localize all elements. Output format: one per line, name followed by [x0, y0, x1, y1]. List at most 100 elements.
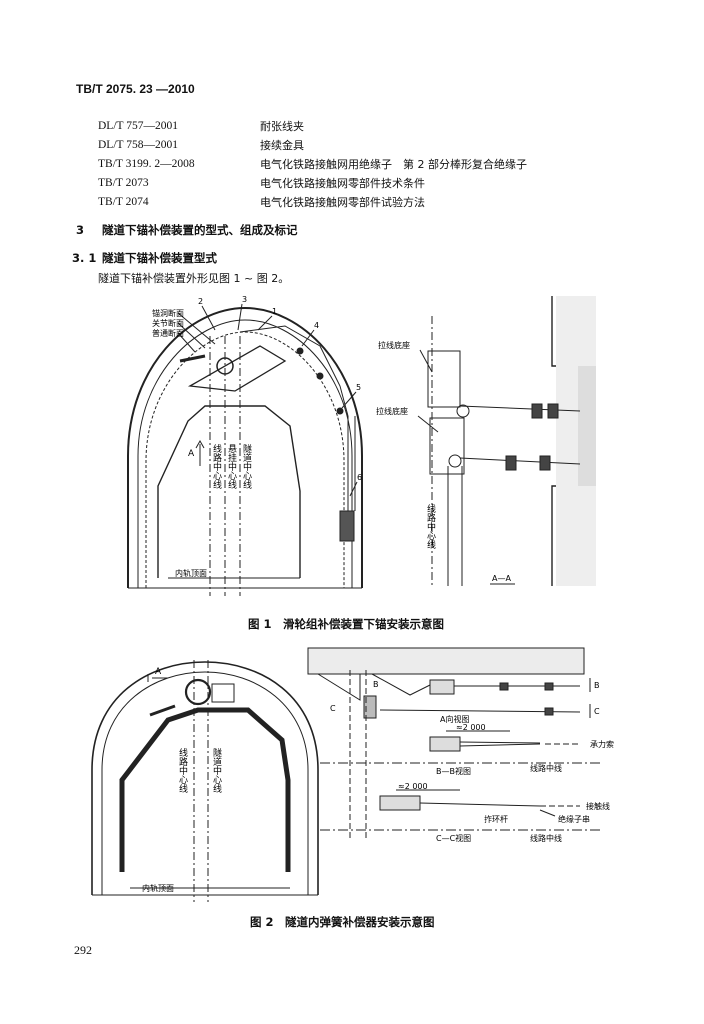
track-center-label: 线路中心线 — [211, 443, 222, 489]
vehicle-gauge — [119, 707, 291, 872]
callout-5: 5 — [356, 383, 361, 392]
section-number: 3. 1 — [72, 251, 97, 265]
yoke-rod — [419, 802, 541, 807]
track-center-c-label: 线路中线 — [530, 833, 562, 843]
reference-row: DL/T 758—2001 接续金具 — [98, 136, 527, 155]
callout-2: 2 — [198, 297, 203, 306]
anchor-wire — [239, 325, 349, 417]
callout-3: 3 — [242, 295, 247, 304]
insulator — [149, 704, 176, 717]
bracket-plate — [363, 695, 377, 719]
leader-line — [417, 415, 439, 433]
section-3-heading: 3 隧道下锚补偿装置的型式、组成及标记 — [76, 222, 298, 238]
anchor-bracket — [317, 673, 361, 701]
spring-compensator-icon — [184, 678, 212, 706]
reference-code: TB/T 3199. 2—2008 — [98, 158, 195, 170]
bracket-box — [211, 683, 235, 703]
c-marker: C — [330, 704, 336, 713]
wire-clamp — [544, 682, 554, 691]
insulator-fitting — [539, 455, 551, 471]
reference-code: DL/T 758—2001 — [98, 139, 178, 151]
callout-6: 6 — [357, 473, 362, 482]
tunnel-ceiling-concrete — [307, 647, 585, 675]
normal-section-label: 普通断面 — [152, 328, 184, 338]
tunnel-outline — [91, 661, 319, 895]
view-bb-label: B—B视图 — [436, 766, 471, 776]
figure-2-caption: 图 2 隧道内弹簧补偿器安装示意图 — [250, 915, 435, 929]
anchor-base-frame — [429, 417, 465, 475]
figure-2-drawing: A 线路中心线 隧道中心线 内轨顶面 B C B C A向视图 — [91, 647, 614, 902]
anchor-base-label-1: 拉线底座 — [378, 340, 410, 350]
figure-1-drawing: 锚洞断面 关节断面 普通断面 2 3 1 4 5 6 A 线路中心线 悬挂中心线… — [127, 295, 596, 596]
side-track-center-label: 线路中心线 — [425, 503, 436, 549]
leader-line — [419, 349, 433, 373]
wire — [459, 743, 541, 747]
section-3-1-heading: 3. 1 隧道下锚补偿装置型式 — [72, 250, 217, 266]
view-arrow-label: A — [155, 667, 162, 677]
tunnel-center-label: 隧道中心线 — [241, 443, 252, 489]
anchor-wire-lower — [459, 457, 581, 465]
view-aa-label: A—A — [492, 574, 511, 583]
pulley-icon — [456, 404, 470, 418]
anchor-wire-upper — [459, 405, 581, 412]
c-section-label: C — [594, 707, 600, 716]
anchor-base-label-2: 拉线底座 — [376, 406, 408, 416]
counterweight — [339, 510, 355, 542]
reference-title: 电气化铁路接触网零部件技术条件 — [260, 177, 425, 190]
dimension-top: ≈2 000 — [456, 723, 486, 732]
reference-row: TB/T 3199. 2—2008 电气化铁路接触网用绝缘子 第 2 部分棒形复合… — [98, 155, 527, 174]
insulator-fitting — [547, 403, 559, 419]
track-center-label: 线路中心线 — [177, 747, 188, 793]
leader-line — [177, 322, 206, 349]
b-section-label: B — [594, 681, 600, 690]
page-number: 292 — [74, 943, 92, 957]
vehicle-gauge — [157, 405, 301, 578]
leader-line — [539, 809, 556, 817]
pulley-block-icon — [216, 357, 234, 375]
b-marker: B — [373, 680, 379, 689]
reference-code: TB/T 2073 — [98, 177, 149, 189]
fitting — [316, 372, 324, 380]
cantilever-bracket — [187, 345, 287, 392]
section-3-1-text: 隧道下锚补偿装置外形见图 1 ~ 图 2。 — [98, 272, 290, 285]
spring-compensator — [429, 736, 461, 752]
reference-code: DL/T 757—2001 — [98, 120, 178, 132]
tunnel-section-label: 锚洞断面 — [152, 308, 184, 318]
section-title: 隧道下锚补偿装置型式 — [102, 251, 217, 265]
wire-clamp — [544, 707, 554, 716]
view-cc-label: C—C视图 — [436, 833, 471, 843]
insulator-fitting — [505, 455, 517, 471]
reference-title: 电气化铁路接触网用绝缘子 第 2 部分棒形复合绝缘子 — [260, 158, 527, 171]
callout-4: 4 — [314, 321, 319, 330]
reference-title: 接续金具 — [260, 139, 304, 152]
tunnel-outline — [127, 306, 363, 588]
track-center-b-label: 线路中线 — [530, 763, 562, 773]
reference-code: TB/T 2074 — [98, 196, 149, 208]
reference-row: TB/T 2073 电气化铁路接触网零部件技术条件 — [98, 174, 527, 193]
leader-line — [237, 303, 243, 331]
anchor-base-frame — [427, 350, 461, 408]
leader-line — [177, 312, 216, 345]
joint-section-label: 关节断面 — [152, 318, 184, 328]
tunnel-center-label: 隧道中心线 — [211, 747, 222, 793]
anchor-bracket — [371, 673, 431, 696]
tunnel-inner-outline — [137, 319, 353, 588]
messenger-label: 承力索 — [590, 739, 614, 749]
section-number: 3 — [76, 223, 85, 237]
joint-section-outline — [145, 331, 345, 588]
dimension-bottom: ≈2 000 — [398, 782, 428, 791]
leader-line — [301, 329, 315, 347]
callout-1: 1 — [272, 307, 277, 316]
leader-line — [341, 391, 357, 409]
insulator-label: 绝缘子串 — [558, 814, 590, 824]
leader-line — [349, 481, 358, 497]
section-title: 隧道下锚补偿装置的型式、组成及标记 — [102, 223, 298, 237]
standard-code: TB/T 2075. 23 —2010 — [76, 82, 195, 96]
spring-compensator — [379, 795, 421, 811]
view-arrow-label: A — [188, 449, 195, 459]
spring-compensator — [429, 679, 455, 695]
wire — [459, 741, 541, 744]
insulator — [179, 354, 206, 363]
hanging-center-label: 悬挂中心线 — [226, 444, 237, 489]
